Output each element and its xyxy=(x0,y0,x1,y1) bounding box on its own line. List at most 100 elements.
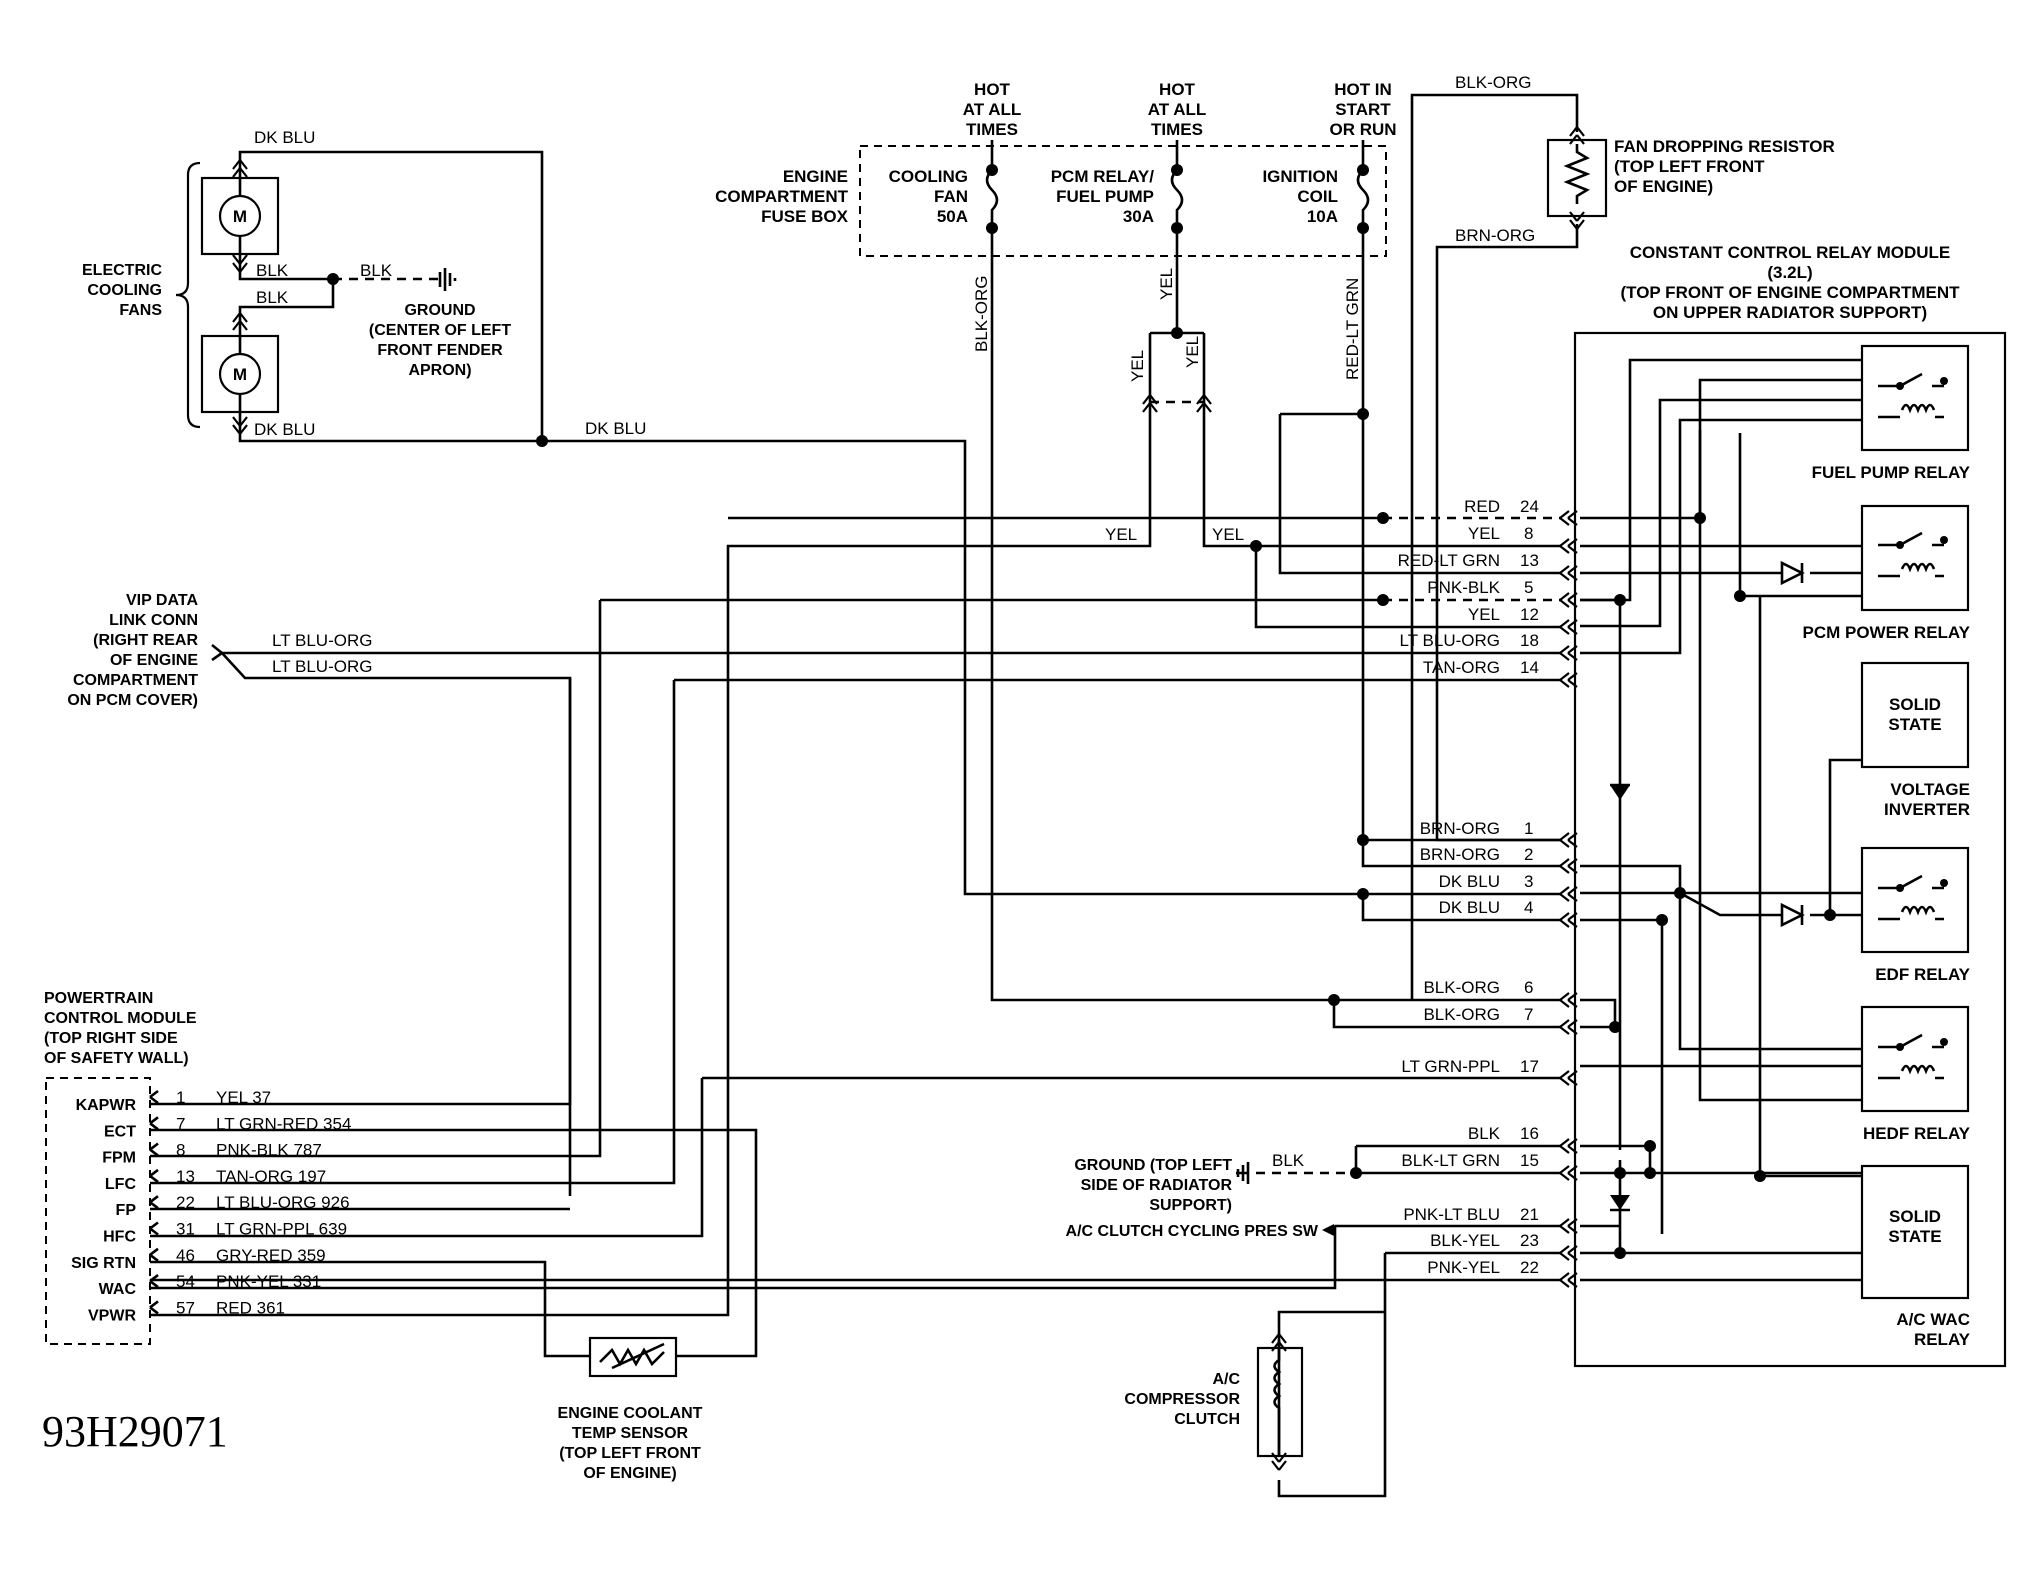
blk-wire-1 xyxy=(238,236,333,281)
pin-1-wire: BRN-ORG xyxy=(1420,819,1500,838)
pin-12-number: 12 xyxy=(1520,605,1539,624)
module-title-4: ON UPPER RADIATOR SUPPORT) xyxy=(1653,303,1927,322)
ac-wac-relay-l1: A/C WAC xyxy=(1896,1310,1970,1329)
pcm-pin-name: ECT xyxy=(104,1123,136,1140)
fuse-box-outline xyxy=(859,145,1387,257)
pin-15-number: 15 xyxy=(1520,1151,1539,1170)
brn-org-resistor-wire xyxy=(1435,224,1579,840)
pin-7-number: 7 xyxy=(1524,1005,1533,1024)
pin-row-16: BLK 16 xyxy=(1354,1124,1579,1173)
ground-1-label-2: (CENTER OF LEFT xyxy=(369,322,511,339)
pin-24-wire: RED xyxy=(1464,497,1500,516)
pin-23-number: 23 xyxy=(1520,1231,1539,1250)
dk-blu-bus-label: DK BLU xyxy=(585,419,646,438)
pin-2-wire: BRN-ORG xyxy=(1420,845,1500,864)
dk-blu-top-wire xyxy=(238,150,544,441)
pcm-wire-label: YEL 37 xyxy=(216,1088,271,1107)
ac-wac-relay-l2: RELAY xyxy=(1914,1330,1971,1349)
vip-label-2: LINK CONN xyxy=(109,612,198,629)
engine-compartment-fuse-box: ENGINE COMPARTMENT FUSE BOX HOT AT ALL T… xyxy=(715,80,1560,1092)
ect-sensor-body xyxy=(588,1336,678,1378)
pcm-pin-connector xyxy=(149,1142,159,1157)
module-title-1: CONSTANT CONTROL RELAY MODULE xyxy=(1630,243,1951,262)
pin-6-wire: BLK-ORG xyxy=(1423,978,1500,997)
pin-row-5: PNK-BLK 5 xyxy=(600,578,1579,609)
ac-compressor-label-3: CLUTCH xyxy=(1174,1411,1240,1428)
pcm-pin-connector xyxy=(149,1089,159,1105)
pcm-wire-label: LT BLU-ORG 926 xyxy=(216,1193,350,1212)
fuse-pcm-relay xyxy=(1170,140,1184,228)
radiator-ground-and-ac: GROUND (TOP LEFT SIDE OF RADIATOR SUPPOR… xyxy=(1066,1151,1385,1472)
pin-18-number: 18 xyxy=(1520,631,1539,650)
pcm-pin-number: 57 xyxy=(176,1298,195,1317)
ground-symbol-2 xyxy=(1236,1162,1250,1184)
solid-state-1-box xyxy=(1860,661,1970,769)
diode-vertical-2 xyxy=(1610,1195,1630,1210)
pin-13-number: 13 xyxy=(1520,551,1539,570)
pin-3-number: 3 xyxy=(1524,872,1533,891)
edf-relay-label: EDF RELAY xyxy=(1875,965,1970,984)
pin-23-wire: BLK-YEL xyxy=(1430,1231,1500,1250)
fuse1-line1: COOLING xyxy=(889,167,968,186)
pcm-wire-label: RED 361 xyxy=(216,1298,285,1317)
pin-8-wire: YEL xyxy=(1468,524,1500,543)
hot3-line2: START xyxy=(1335,100,1391,119)
pcm-title-2: CONTROL MODULE xyxy=(44,1010,197,1027)
pcm-wire-label: LT GRN-RED 354 xyxy=(216,1114,351,1133)
yel-right-wire xyxy=(1202,402,1560,548)
pin-5-wire: PNK-BLK xyxy=(1427,578,1500,597)
resistor-label-2: (TOP LEFT FRONT xyxy=(1614,157,1765,176)
pin-13-wire: RED-LT GRN xyxy=(1398,551,1500,570)
blk-wire-2 xyxy=(238,279,335,354)
blk-org-resistor-wire xyxy=(1410,93,1579,1000)
pin-18-wire: LT BLU-ORG xyxy=(1400,631,1500,650)
ground-2-wire-label: BLK xyxy=(1272,1151,1305,1170)
hot2-line3: TIMES xyxy=(1151,120,1203,139)
ect-label-2: TEMP SENSOR xyxy=(572,1425,689,1442)
yel-d-label: YEL xyxy=(1212,525,1244,544)
ac-compressor-label-2: COMPRESSOR xyxy=(1124,1391,1240,1408)
yel-a-label: YEL xyxy=(1128,350,1147,382)
pcm-power-relay-label: PCM POWER RELAY xyxy=(1802,623,1970,642)
hedf-relay-label: HEDF RELAY xyxy=(1863,1124,1971,1143)
pin-row-23: BLK-YEL 23 xyxy=(1277,1231,1579,1498)
pcm-pin-connector xyxy=(149,1300,159,1315)
pcm-wire-label: TAN-ORG 197 xyxy=(216,1167,326,1186)
hot1-line2: AT ALL xyxy=(963,100,1022,119)
pcm-pin-name: SIG RTN xyxy=(71,1255,136,1272)
pin-14-wire: TAN-ORG xyxy=(1423,658,1500,677)
voltage-inverter-l2: INVERTER xyxy=(1884,800,1970,819)
hot2-line1: HOT xyxy=(1159,80,1196,99)
ect-label-3: (TOP LEFT FRONT xyxy=(559,1445,701,1462)
resistor-zigzag xyxy=(1563,144,1591,204)
motor-2-letter: M xyxy=(233,365,247,384)
fuse1-line2: FAN xyxy=(934,187,968,206)
ect-label-4: OF ENGINE) xyxy=(583,1465,676,1482)
hot3-line1: HOT IN xyxy=(1334,80,1392,99)
blk-org-fuse-wire xyxy=(990,228,1560,1002)
pcm-pin-number: 54 xyxy=(176,1272,195,1291)
pin-14-number: 14 xyxy=(1520,658,1539,677)
vip-label-1: VIP DATA xyxy=(126,592,198,609)
pcm-pin-name: WAC xyxy=(99,1281,137,1298)
ac-compressor-label-1: A/C xyxy=(1212,1371,1240,1388)
pcm-pin-connector xyxy=(149,1116,159,1131)
pcm-wire-label: GRY-RED 359 xyxy=(216,1246,326,1265)
fans-brace xyxy=(175,161,201,429)
blk-label-3: BLK xyxy=(360,261,393,280)
pcm-pin-number: 13 xyxy=(176,1167,195,1186)
fuse3-line2: COIL xyxy=(1297,187,1338,206)
pcm-pin-name: FP xyxy=(116,1202,137,1219)
pin-16-wire: BLK xyxy=(1468,1124,1501,1143)
hedf-relay-box xyxy=(1860,1005,1970,1113)
pin-5-number: 5 xyxy=(1524,578,1533,597)
pcm-title-1: POWERTRAIN xyxy=(44,990,153,1007)
vip-label-3: (RIGHT REAR xyxy=(93,632,198,649)
pcm-outline xyxy=(45,1077,151,1345)
pin-row-13: RED-LT GRN 13 xyxy=(1398,551,1579,582)
pin-row-18: LT BLU-ORG 18 xyxy=(222,631,1579,662)
pin-16-number: 16 xyxy=(1520,1124,1539,1143)
